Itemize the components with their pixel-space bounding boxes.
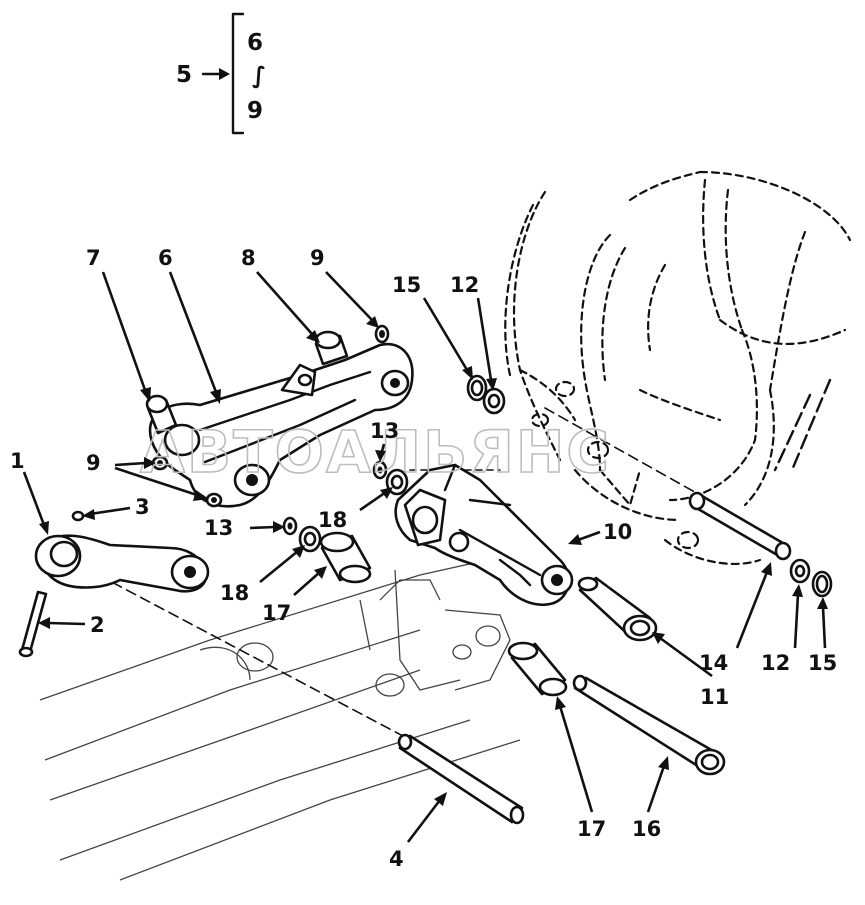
assembly-key: 5 6 ∫ 9 (176, 12, 266, 135)
callout-6: 6 (158, 246, 173, 270)
assembly-range-end: 9 (247, 98, 263, 124)
callout-labels: 7 6 8 9 15 12 1 9 3 13 13 18 10 18 17 2 … (10, 246, 837, 871)
part-8-bushing (314, 330, 349, 366)
callout-18-right: 18 (318, 508, 347, 532)
callout-1: 1 (10, 449, 25, 473)
callout-18-left: 18 (220, 581, 249, 605)
assembly-bracket (231, 12, 245, 135)
callout-12-bottom: 12 (761, 651, 790, 675)
callout-13-right: 13 (370, 419, 399, 443)
part-17-bushing-lower (507, 641, 568, 697)
assembly-range-sep: ∫ (252, 63, 266, 89)
callout-14: 14 (699, 651, 728, 675)
callout-12-top: 12 (450, 273, 479, 297)
part-6-link-arm (148, 342, 414, 508)
boom-outline (39, 554, 521, 881)
part-4-pin (397, 733, 525, 825)
part-18-washer-right (385, 468, 409, 496)
part-16-pin (572, 674, 726, 776)
leader-lines (22, 271, 828, 843)
callout-11: 11 (700, 685, 729, 709)
callout-10: 10 (603, 520, 632, 544)
part-12-washer-top (482, 387, 506, 415)
part-12-washer-bottom (789, 558, 811, 584)
callout-2: 2 (90, 613, 105, 637)
part-15-snap-ring-bottom (811, 570, 833, 598)
part-7-bushing (145, 394, 178, 435)
callout-17-upper: 17 (262, 601, 291, 625)
assembly-number: 5 (176, 62, 192, 88)
assembly-range-start: 6 (247, 30, 263, 56)
bucket-outline-dashed (504, 170, 852, 566)
callout-3: 3 (135, 495, 150, 519)
callout-13-left: 13 (204, 516, 233, 540)
part-15-snap-ring-top (466, 374, 488, 402)
callout-16: 16 (632, 817, 661, 841)
callout-15-bottom: 15 (808, 651, 837, 675)
part-9-grease-nipple (151, 324, 390, 508)
callout-9-left: 9 (86, 451, 101, 475)
callout-4: 4 (389, 847, 404, 871)
part-11-bushing (577, 576, 658, 642)
part-17-bushing-upper (319, 531, 372, 584)
callout-17-lower: 17 (577, 817, 606, 841)
callout-9-top: 9 (310, 246, 325, 270)
assembly-arrowhead (219, 68, 230, 80)
part-14-pin (688, 491, 792, 561)
callout-15-top: 15 (392, 273, 421, 297)
callout-7: 7 (86, 246, 101, 270)
watermark: АВТОАЛЬЯНС (140, 418, 611, 486)
part-10-bucket-link (394, 463, 574, 607)
part-2-bolt (18, 590, 48, 658)
part-3-grease-nipple (71, 510, 85, 522)
part-1-link (34, 534, 210, 593)
part-13-grease-nipple-left (282, 516, 298, 536)
callout-8: 8 (241, 246, 256, 270)
